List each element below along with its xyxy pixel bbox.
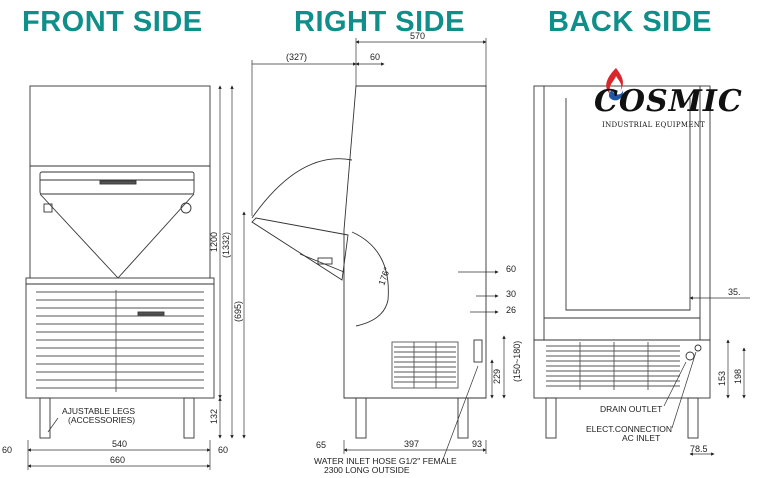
front-legs-label-2: (ACCESSORIES) <box>68 415 135 425</box>
front-bin-window <box>39 171 195 195</box>
cosmic-logo: COSMIC INDUSTRIAL EQUIPMENT <box>592 66 742 134</box>
right-dim-top-60: 60 <box>370 52 380 62</box>
front-leg-left <box>39 397 51 439</box>
front-dim-660: 660 <box>110 455 125 465</box>
front-view <box>25 85 215 439</box>
back-leg-right <box>687 397 699 439</box>
right-dim-229: 229 <box>492 369 502 384</box>
back-dimension-lines <box>663 296 750 456</box>
front-dim-540: 540 <box>112 439 127 449</box>
back-vent-grille <box>546 342 680 390</box>
front-side-title: FRONT SIDE <box>22 6 203 38</box>
front-leg-right <box>183 397 195 439</box>
logo-wordmark: COSMIC <box>594 84 743 119</box>
right-lid-arc <box>251 158 353 219</box>
right-leg-back <box>457 397 469 439</box>
right-dim-30: 30 <box>506 289 516 299</box>
right-leg-front <box>355 397 367 439</box>
front-dimension-lines <box>27 85 246 470</box>
front-dim-left-60: 60 <box>2 445 12 455</box>
right-view <box>251 85 487 439</box>
front-dim-1200: 1200 <box>209 232 219 252</box>
right-dim-150-180: (150~180) <box>512 341 522 382</box>
front-legs-label-1: AJUSTABLE LEGS <box>62 406 135 416</box>
front-vent-grille <box>36 290 204 392</box>
front-dim-right-60: 60 <box>218 445 228 455</box>
back-drain-outlet-label: DRAIN OUTLET <box>600 404 662 414</box>
back-elect-label-1: ELECT.CONNECTION <box>586 424 672 434</box>
back-dim-198: 198 <box>733 369 743 384</box>
right-hose-label-1: WATER INLET HOSE G1/2" FEMALE <box>314 456 457 466</box>
right-dim-93: 93 <box>472 439 482 449</box>
back-dim-153: 153 <box>717 371 727 386</box>
back-view <box>533 85 711 439</box>
front-dim-1332: (1332) <box>221 232 231 258</box>
back-side-title: BACK SIDE <box>548 6 713 38</box>
flame-icon <box>606 68 624 101</box>
right-dim-176: 176° <box>376 265 392 286</box>
right-dimension-lines <box>251 38 506 463</box>
front-lid <box>29 85 211 167</box>
front-base-panel <box>25 277 215 399</box>
right-body-outline <box>343 85 487 399</box>
right-side-title: RIGHT SIDE <box>294 6 465 38</box>
front-dim-695: (695) <box>233 301 243 322</box>
logo-subtitle: INDUSTRIAL EQUIPMENT <box>602 121 706 129</box>
back-dim-35: 35. <box>728 287 741 297</box>
right-dim-397: 397 <box>404 439 419 449</box>
right-dim-65: 65 <box>316 440 326 450</box>
right-dim-26: 26 <box>506 305 516 315</box>
right-open-lid <box>251 217 349 281</box>
right-vent-grille <box>391 341 459 389</box>
front-dim-132: 132 <box>209 409 219 424</box>
right-door-arc <box>351 231 389 327</box>
back-dim-78-5: 78.5 <box>690 444 708 454</box>
right-dim-327: (327) <box>286 52 307 62</box>
right-dim-60: 60 <box>506 264 516 274</box>
right-hose-label-2: 2300 LONG OUTSIDE <box>324 465 410 475</box>
right-dim-570: 570 <box>410 31 425 41</box>
back-leg-left <box>545 397 557 439</box>
back-elect-label-2: AC INLET <box>622 433 660 443</box>
